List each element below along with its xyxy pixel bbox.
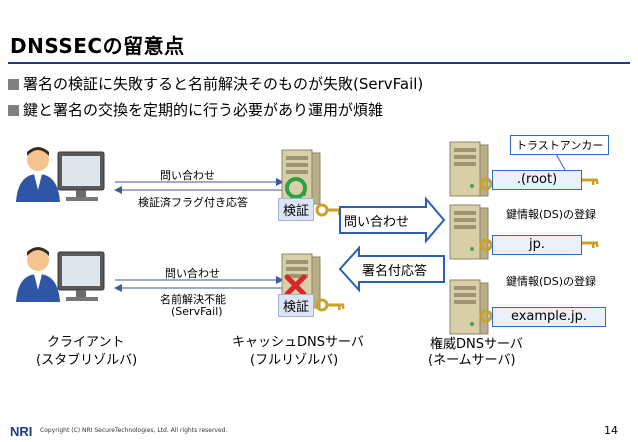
authoritative-caption: 権威DNSサーバ xyxy=(430,337,523,352)
ds-registration-label-1: 鍵情報(DS)の登録 xyxy=(506,208,597,221)
page-title: DNSSECの留意点 xyxy=(10,34,185,58)
big-response-arrow xyxy=(338,245,445,293)
copyright-text: Copyright (C) NRI SecureTechnologies, Lt… xyxy=(40,427,228,434)
example-server-icon xyxy=(449,279,489,335)
top-verify-label: 検証 xyxy=(278,198,315,221)
jp-server-icon xyxy=(449,204,489,260)
page-number: 14 xyxy=(604,424,618,437)
top-response-label: 検証済フラグ付き応答 xyxy=(138,196,248,209)
top-query-label: 問い合わせ xyxy=(160,169,215,182)
bottom-response-label-1: 名前解決不能 xyxy=(160,293,226,306)
client-caption-sub: (スタブリゾルバ) xyxy=(36,353,138,368)
bottom-query-arrow xyxy=(115,276,284,284)
top-response-arrow xyxy=(114,186,285,194)
bottom-response-arrow xyxy=(114,284,285,292)
bottom-verify-label: 検証 xyxy=(278,294,315,317)
bullet-key-rotation: 鍵と署名の交換を定期的に行う必要があり運用が煩雑 xyxy=(8,99,383,120)
bullet-square-icon xyxy=(8,79,19,90)
circle-ok-icon xyxy=(285,177,307,199)
big-query-arrow xyxy=(339,196,446,244)
bullet-servfail: 署名の検証に失敗すると名前解決そのものが失敗(ServFail) xyxy=(8,73,423,94)
bottom-query-label: 問い合わせ xyxy=(165,267,220,280)
client-caption: クライアント xyxy=(47,335,125,350)
svg-text:NRI: NRI xyxy=(10,424,32,439)
client-top-icon xyxy=(15,146,105,203)
cache-caption-sub: (フルリゾルバ) xyxy=(250,353,339,368)
top-query-arrow xyxy=(115,178,284,186)
bullet-text: 鍵と署名の交換を定期的に行う必要があり運用が煩雑 xyxy=(23,101,384,119)
cross-ng-icon xyxy=(284,274,307,297)
ds-registration-label-2: 鍵情報(DS)の登録 xyxy=(506,275,597,288)
client-bottom-icon xyxy=(15,246,105,303)
big-response-label: 署名付応答 xyxy=(362,264,428,279)
cache-bottom-key-icon xyxy=(315,298,346,312)
cache-caption: キャッシュDNSサーバ xyxy=(232,335,364,350)
bullet-text: 署名の検証に失敗すると名前解決そのものが失敗(ServFail) xyxy=(23,75,424,93)
zone-jp: jp. xyxy=(492,235,582,255)
title-rule xyxy=(8,62,630,64)
trust-anchor-label: トラストアンカー xyxy=(510,135,610,155)
big-query-label: 問い合わせ xyxy=(344,215,410,230)
nri-logo-icon: NRI xyxy=(8,424,36,439)
trust-anchor-callout xyxy=(554,151,566,171)
bottom-response-label-2: (ServFail) xyxy=(171,305,223,318)
zone-root: .(root) xyxy=(492,170,582,190)
zone-example-jp: example.jp. xyxy=(492,307,606,327)
authoritative-caption-sub: (ネームサーバ) xyxy=(428,353,516,368)
bullet-square-icon xyxy=(8,105,19,116)
